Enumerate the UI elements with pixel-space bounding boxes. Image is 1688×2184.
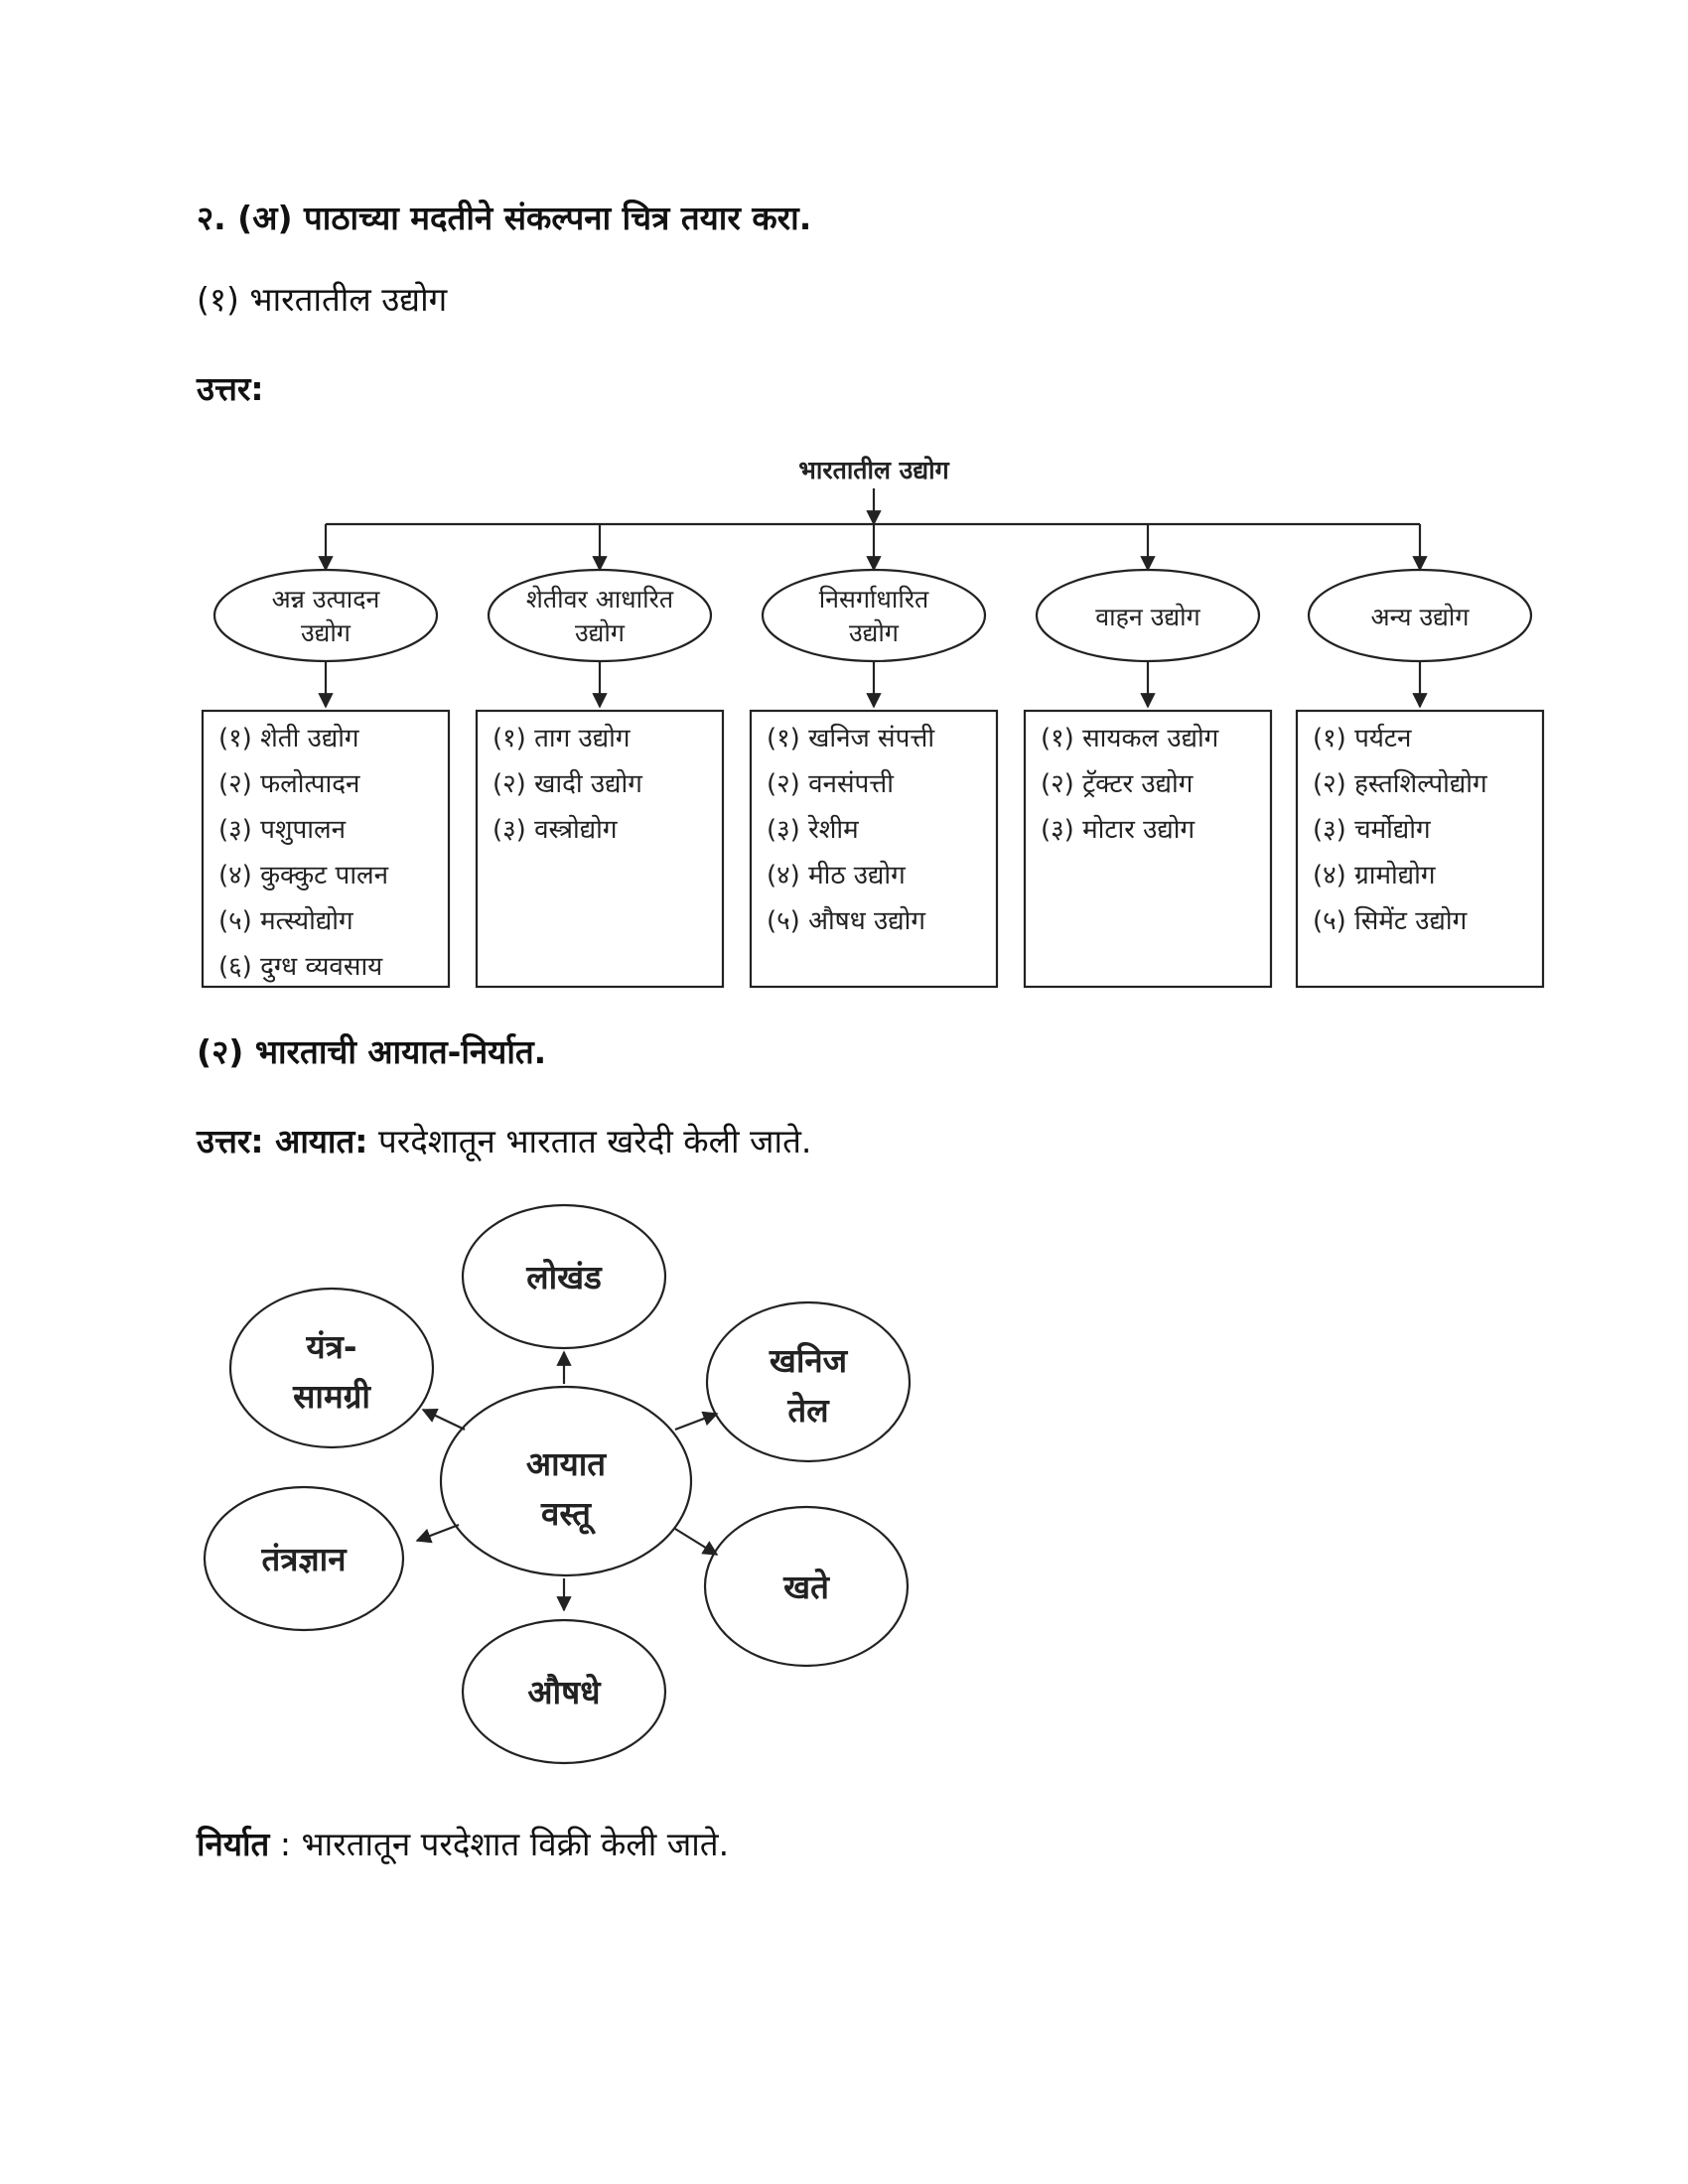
category-list-item: (५) मत्स्योद्योग	[218, 905, 353, 936]
import-label: उत्तर: आयात:	[197, 1122, 368, 1160]
category-list-item: (१) खनिज संपत्ती	[767, 723, 935, 753]
category-list-box	[1295, 709, 1545, 989]
category-list-item: (६) दुग्ध व्यवसाय	[218, 952, 383, 983]
category-label: वाहन उद्योग	[1095, 603, 1200, 631]
export-line: निर्यात : भारतातून परदेशात विक्री केली ज…	[197, 1825, 729, 1864]
category-list-item: (३) रेशीम	[767, 814, 859, 845]
subquestion-2: (२) भारताची आयात-निर्यात.	[197, 1032, 547, 1071]
category-label: अन्न उत्पादन	[272, 585, 381, 614]
answer-label-1: उत्तर:	[197, 369, 264, 408]
wheel-spoke-ellipse	[461, 1203, 667, 1350]
wheel-arrow	[674, 1411, 719, 1432]
category-label: उद्योग	[301, 618, 352, 647]
category-list-item: (२) ट्रॅक्टर उद्योग	[1041, 768, 1194, 799]
subquestion-1: (१) भारतातील उद्योग	[197, 280, 448, 319]
category-label: उद्योग	[575, 618, 626, 647]
wheel-arrow	[415, 1523, 460, 1544]
import-line: उत्तर: आयात: परदेशातून भारतात खरेदी केली…	[197, 1122, 811, 1161]
category-list-box	[475, 709, 725, 989]
export-label: निर्यात	[197, 1825, 270, 1863]
wheel-spoke-label: औषधे	[527, 1673, 602, 1711]
wheel-center-ellipse	[439, 1385, 693, 1577]
category-list-item: (५) औषध उद्योग	[767, 905, 925, 936]
wheel-spoke-ellipse	[203, 1485, 405, 1632]
wheel-spoke-label: तेल	[786, 1391, 830, 1430]
wheel-spoke-label: तंत्रज्ञान	[260, 1540, 348, 1578]
category-list-item: (२) वनसंपत्ती	[767, 768, 895, 799]
category-list-item: (३) मोटार उद्योग	[1041, 814, 1195, 845]
tree-root-label: भारतातील उद्योग	[798, 456, 949, 484]
category-list-item: (१) शेती उद्योग	[218, 723, 359, 753]
category-list-item: (३) पशुपालन	[218, 815, 347, 845]
category-list-item: (१) ताग उद्योग	[492, 723, 631, 753]
wheel-spoke-label: खते	[782, 1568, 830, 1606]
category-list-item: (३) वस्त्रोद्योग	[492, 814, 618, 845]
wheel-spoke-ellipse	[228, 1287, 435, 1449]
industry-tree-diagram: भारतातील उद्योग अन्न उत्पादन उद्योग (१) शे…	[201, 456, 1545, 989]
wheel-center-label: आयात	[526, 1444, 607, 1483]
category-ellipse	[761, 568, 987, 663]
category-list-item: (४) मीठ उद्योग	[767, 860, 906, 890]
category-list-item: (३) चर्मोद्योग	[1313, 814, 1431, 845]
wheel-spoke-label: खनिज	[769, 1341, 849, 1380]
wheel-arrow	[421, 1409, 466, 1431]
wheel-spoke-label: सामग्री	[292, 1377, 371, 1416]
category-label: अन्य उद्योग	[1371, 603, 1471, 631]
category-label: शेतीवर आधारित	[526, 585, 674, 614]
category-list-item: (२) खादी उद्योग	[492, 768, 642, 799]
import-text: परदेशातून भारतात खरेदी केली जाते.	[367, 1122, 812, 1160]
export-text: : भारतातून परदेशात विक्री केली जाते.	[269, 1825, 730, 1863]
wheel-spoke-ellipse	[705, 1300, 912, 1463]
category-list-item: (१) सायकल उद्योग	[1041, 723, 1219, 753]
category-list-item: (४) ग्रामोद्योग	[1313, 860, 1436, 890]
wheel-center-label: वस्तू	[540, 1494, 597, 1535]
category-list-box	[201, 709, 451, 989]
wheel-spoke-label: यंत्र-	[305, 1327, 356, 1366]
category-list-box	[749, 709, 999, 989]
category-list-box	[1023, 709, 1273, 989]
wheel-spoke-label: लोखंड	[525, 1258, 603, 1297]
category-ellipse	[487, 568, 713, 663]
category-list-item: (२) हस्तशिल्पोद्योग	[1313, 768, 1487, 799]
category-label: उद्योग	[849, 618, 900, 647]
category-list-item: (२) फलोत्पादन	[218, 768, 360, 799]
wheel-spoke-ellipse	[461, 1618, 667, 1765]
category-list-item: (४) कुक्कुट पालन	[218, 861, 389, 890]
category-label: निसर्गाधारित	[819, 585, 929, 614]
category-ellipse	[212, 568, 439, 663]
question-heading: २. (अ) पाठाच्या मदतीने संकल्पना चित्र तय…	[197, 199, 812, 237]
wheel-spoke-ellipse	[703, 1505, 910, 1668]
category-list-item: (१) पर्यटन	[1313, 723, 1412, 753]
category-list-item: (५) सिमेंट उद्योग	[1313, 905, 1468, 936]
wheel-arrow	[674, 1528, 719, 1556]
